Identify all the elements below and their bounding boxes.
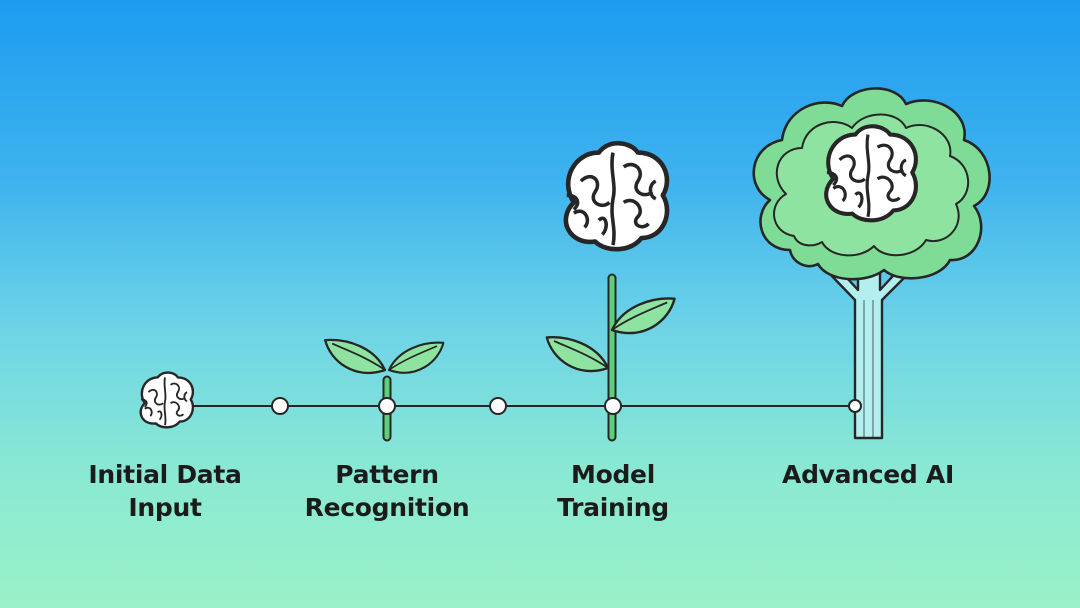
stage-label-line1: Pattern [335,460,439,489]
stage-label-line2: Recognition [304,493,470,522]
stage-label-line1: Model [571,460,655,489]
stage-label-model-training: Model Training [513,458,713,524]
timeline-nodes [271,397,862,415]
stage-label-line1: Advanced AI [782,460,954,489]
stage-label-line2: Input [128,493,202,522]
stage-label-line1: Initial Data [88,460,242,489]
stage-label-line2: Training [557,493,669,522]
plant-with-brain-icon [545,143,676,442]
timeline-node [378,397,396,415]
timeline-node [848,399,862,413]
stage-label-advanced-ai: Advanced AI [758,458,978,491]
timeline-node [271,397,289,415]
stage-label-pattern-recognition: Pattern Recognition [287,458,487,524]
stage-label-initial-data-input: Initial Data Input [65,458,265,524]
timeline-node [604,397,622,415]
timeline-node [489,397,507,415]
brain-icon [139,371,195,429]
sprout-icon [324,338,445,442]
tree-with-brain-icon [752,87,991,440]
